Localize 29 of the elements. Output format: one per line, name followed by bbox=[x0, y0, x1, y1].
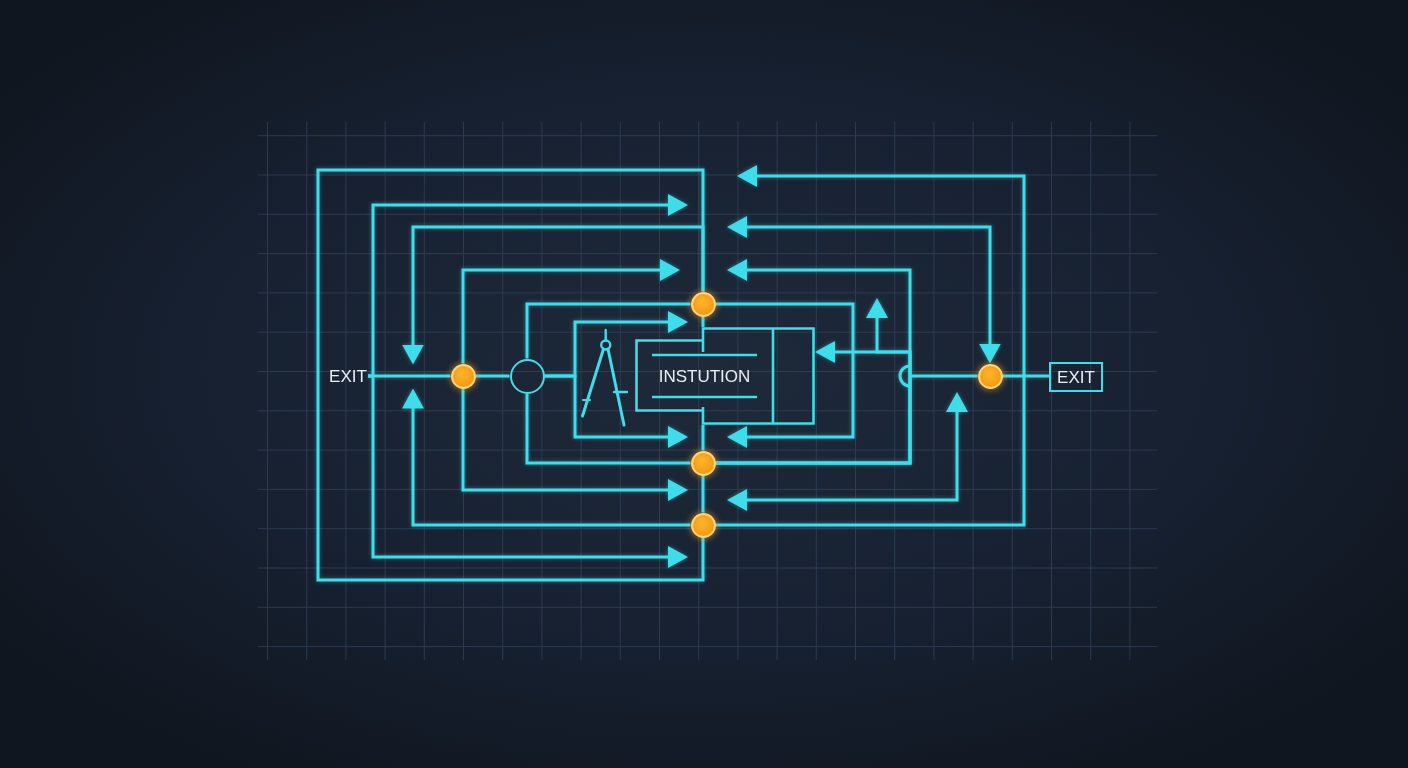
connector-line bbox=[525, 393, 691, 465]
junction-dot bbox=[450, 363, 476, 389]
junction-dot bbox=[690, 512, 716, 538]
node-label: INSTUTION bbox=[657, 366, 752, 387]
arrow bbox=[715, 302, 855, 448]
junction-dot bbox=[690, 291, 716, 317]
connector-line bbox=[475, 374, 510, 378]
arrow bbox=[727, 216, 1001, 364]
arrow bbox=[715, 298, 912, 465]
ring-junction bbox=[509, 358, 545, 394]
connector-line bbox=[525, 302, 691, 359]
connector-line bbox=[898, 364, 979, 388]
arrow bbox=[461, 388, 688, 501]
junction-dot bbox=[977, 363, 1003, 389]
arrow bbox=[461, 259, 680, 364]
connector-line bbox=[1002, 374, 1049, 378]
arrow bbox=[544, 374, 688, 448]
arrow bbox=[402, 388, 691, 527]
exit-box: EXIT bbox=[1049, 362, 1103, 392]
exit-label: EXIT bbox=[328, 366, 368, 387]
arrow bbox=[715, 165, 1026, 527]
junction-dot bbox=[690, 450, 716, 476]
arrow bbox=[367, 374, 688, 568]
connector-line bbox=[701, 316, 705, 327]
arrow bbox=[402, 225, 705, 365]
connector-line bbox=[316, 168, 705, 582]
connector-line bbox=[701, 475, 705, 513]
connector-line bbox=[701, 425, 705, 451]
arrow bbox=[727, 392, 968, 511]
